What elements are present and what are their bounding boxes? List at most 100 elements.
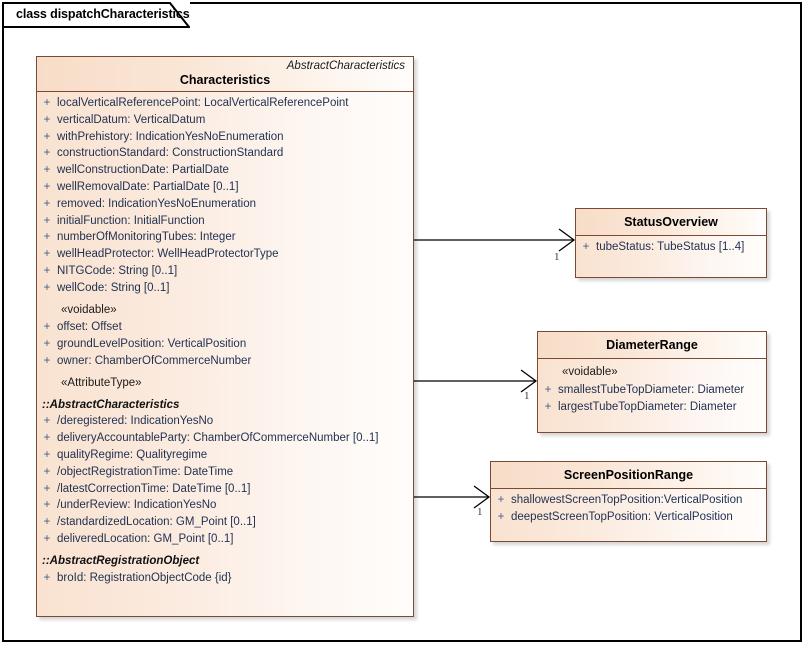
inherited-sections: ::AbstractCharacteristics+ /deregistered:… bbox=[37, 397, 413, 587]
attribute-list-statusoverview: + tubeStatus: TubeStatus [1..4] bbox=[576, 239, 766, 256]
attribute-label: tubeStatus: TubeStatus [1..4] bbox=[596, 241, 745, 253]
attribute-label: removed: IndicationYesNoEnumeration bbox=[57, 197, 257, 210]
attribute-label: NITGCode: String [0..1] bbox=[57, 264, 178, 277]
attribute-label: owner: ChamberOfCommerceNumber bbox=[57, 354, 252, 367]
attribute-row: + numberOfMonitoringTubes: Integer bbox=[37, 229, 413, 246]
attribute-visibility: + bbox=[43, 113, 51, 126]
attribute-row: + largestTubeTopDiameter: Diameter bbox=[538, 399, 766, 416]
attribute-visibility: + bbox=[582, 241, 590, 253]
class-box-characteristics[interactable]: AbstractCharacteristics Characteristics … bbox=[36, 56, 414, 617]
attribute-visibility: + bbox=[43, 571, 51, 584]
class-header-diameterrange: DiameterRange bbox=[538, 332, 766, 359]
class-header-statusoverview: StatusOverview bbox=[576, 209, 766, 236]
attribute-row: + /objectRegistrationTime: DateTime bbox=[37, 464, 413, 481]
attribute-visibility: + bbox=[43, 532, 51, 545]
attribute-label: wellConstructionDate: PartialDate bbox=[57, 164, 229, 177]
attribute-visibility: + bbox=[43, 147, 51, 160]
attribute-visibility: + bbox=[43, 197, 51, 210]
attribute-label: constructionStandard: ConstructionStanda… bbox=[57, 147, 284, 160]
attribute-row: +wellRemovalDate: PartialDate [0..1] bbox=[37, 179, 413, 196]
attribute-row: + wellCode: String [0..1] bbox=[37, 280, 413, 297]
attribute-row: + broId: RegistrationObjectCode {id} bbox=[37, 570, 413, 587]
attribute-visibility: + bbox=[43, 231, 51, 244]
attribute-visibility: + bbox=[43, 338, 51, 351]
attribute-visibility: + bbox=[544, 400, 552, 413]
connector-to-diameterrange[interactable] bbox=[414, 369, 538, 393]
attribute-row: + /underReview: IndicationYesNo bbox=[37, 497, 413, 514]
attribute-row: + constructionStandard: ConstructionStand… bbox=[37, 145, 413, 162]
attribute-label: deliveryAccountableParty: ChamberOfComme… bbox=[57, 432, 379, 445]
inherited-section-title: ::AbstractRegistrationObject bbox=[42, 554, 200, 567]
attribute-visibility: + bbox=[43, 214, 51, 227]
diagram-title-label: class dispatchCharacteristics bbox=[16, 7, 190, 21]
attribute-row: +wellHeadProtector: WellHeadProtectorTyp… bbox=[37, 246, 413, 263]
attribute-label: /latestCorrectionTime: DateTime [0..1] bbox=[57, 482, 251, 495]
class-body-diameterrange: «voidable» +smallestTubeTopDiameter: Dia… bbox=[538, 359, 766, 420]
class-box-diameterrange[interactable]: DiameterRange «voidable» +smallestTubeTo… bbox=[537, 331, 767, 433]
attribute-row: +initialFunction: InitialFunction bbox=[37, 213, 413, 230]
attribute-visibility: + bbox=[43, 321, 51, 334]
attribute-visibility: + bbox=[43, 432, 51, 445]
attribute-visibility: + bbox=[43, 499, 51, 512]
attribute-label: largestTubeTopDiameter: Diameter bbox=[558, 400, 737, 413]
attribute-label: /underReview: IndicationYesNo bbox=[57, 499, 217, 512]
multiplicity-screenpositionrange: 1 bbox=[477, 506, 483, 518]
attribute-row: + removed: IndicationYesNoEnumeration bbox=[37, 196, 413, 213]
attribute-label: qualityRegime: Qualityregime bbox=[57, 448, 208, 461]
attribute-visibility: + bbox=[544, 383, 552, 396]
attribute-visibility: + bbox=[43, 281, 51, 294]
attribute-visibility: + bbox=[43, 264, 51, 277]
attribute-visibility: + bbox=[43, 482, 51, 495]
attribute-row: +deliveredLocation: GM_Point [0..1] bbox=[37, 531, 413, 548]
attribute-visibility: + bbox=[43, 248, 51, 261]
attribute-label: /deregistered: IndicationYesNo bbox=[57, 415, 214, 428]
attribute-label: /objectRegistrationTime: DateTime bbox=[57, 465, 234, 478]
attribute-row: + smallestTubeTopDiameter: Diameter bbox=[538, 382, 766, 399]
attribute-row: + /deregistered: IndicationYesNo bbox=[37, 413, 413, 430]
attribute-label: numberOfMonitoringTubes: Integer bbox=[57, 231, 236, 244]
stereotype-attributetype: «AttributeType» bbox=[61, 376, 142, 389]
class-body-screenpositionrange: + shallowestScreenTopPosition:VerticalPos… bbox=[491, 489, 766, 531]
attribute-visibility: + bbox=[43, 97, 51, 109]
class-header-screenpositionrange: ScreenPositionRange bbox=[491, 462, 766, 489]
attribute-list-diameterrange: + smallestTubeTopDiameter: Diameter + large… bbox=[538, 382, 766, 416]
attribute-label: offset: Offset bbox=[57, 321, 122, 334]
attribute-label: deepestScreenTopPosition: VerticalPositi… bbox=[511, 510, 733, 523]
class-box-screenpositionrange[interactable]: ScreenPositionRange + shallowestScreenTop… bbox=[490, 461, 767, 542]
stereotype-voidable: «voidable» bbox=[61, 303, 117, 316]
attribute-row: +withPrehistory: IndicationYesNoEnumerat… bbox=[37, 129, 413, 146]
attribute-row: + qualityRegime: Qualityregime bbox=[37, 447, 413, 464]
class-parent-name: AbstractCharacteristics bbox=[286, 60, 405, 72]
attribute-visibility: + bbox=[43, 415, 51, 428]
attribute-visibility: + bbox=[43, 465, 51, 478]
attribute-label: smallestTubeTopDiameter: Diameter bbox=[558, 383, 745, 396]
attribute-visibility: + bbox=[43, 516, 51, 529]
multiplicity-diameterrange: 1 bbox=[524, 390, 530, 402]
connector-to-statusoverview[interactable] bbox=[414, 228, 576, 252]
attribute-label: verticalDatum: VerticalDatum bbox=[57, 113, 206, 126]
attribute-label: wellCode: String [0..1] bbox=[57, 281, 170, 294]
connector-to-screenpositionrange[interactable] bbox=[414, 485, 491, 509]
class-box-statusoverview[interactable]: StatusOverview + tubeStatus: TubeStatus [… bbox=[575, 208, 767, 278]
attribute-row: + /standardizedLocation: GM_Point [0..1] bbox=[37, 514, 413, 531]
attribute-row: + tubeStatus: TubeStatus [1..4] bbox=[576, 239, 766, 256]
attribute-row: + shallowestScreenTopPosition:VerticalPos… bbox=[491, 492, 766, 509]
attribute-label: shallowestScreenTopPosition:VerticalPosi… bbox=[511, 494, 743, 506]
attribute-visibility: + bbox=[43, 448, 51, 461]
attribute-label: broId: RegistrationObjectCode {id} bbox=[57, 571, 232, 584]
attribute-row: + verticalDatum: VerticalDatum bbox=[37, 112, 413, 129]
multiplicity-statusoverview: 1 bbox=[554, 251, 560, 263]
attribute-row: +deepestScreenTopPosition: VerticalPosit… bbox=[491, 509, 766, 526]
attribute-label: groundLevelPosition: VerticalPosition bbox=[57, 338, 247, 351]
inherited-section-title: ::AbstractCharacteristics bbox=[42, 398, 180, 411]
attribute-label: /standardizedLocation: GM_Point [0..1] bbox=[57, 516, 256, 529]
class-body-statusoverview: + tubeStatus: TubeStatus [1..4] bbox=[576, 236, 766, 261]
class-name-statusoverview: StatusOverview bbox=[624, 215, 718, 229]
class-name-diameterrange: DiameterRange bbox=[606, 338, 698, 352]
attribute-visibility: + bbox=[43, 354, 51, 367]
class-name-screenpositionrange: ScreenPositionRange bbox=[563, 468, 694, 482]
attribute-row: + deliveryAccountableParty: ChamberOfComm… bbox=[37, 430, 413, 447]
attribute-row: +wellConstructionDate: PartialDate bbox=[37, 162, 413, 179]
attribute-visibility: + bbox=[43, 180, 51, 193]
attribute-visibility: + bbox=[497, 494, 505, 506]
